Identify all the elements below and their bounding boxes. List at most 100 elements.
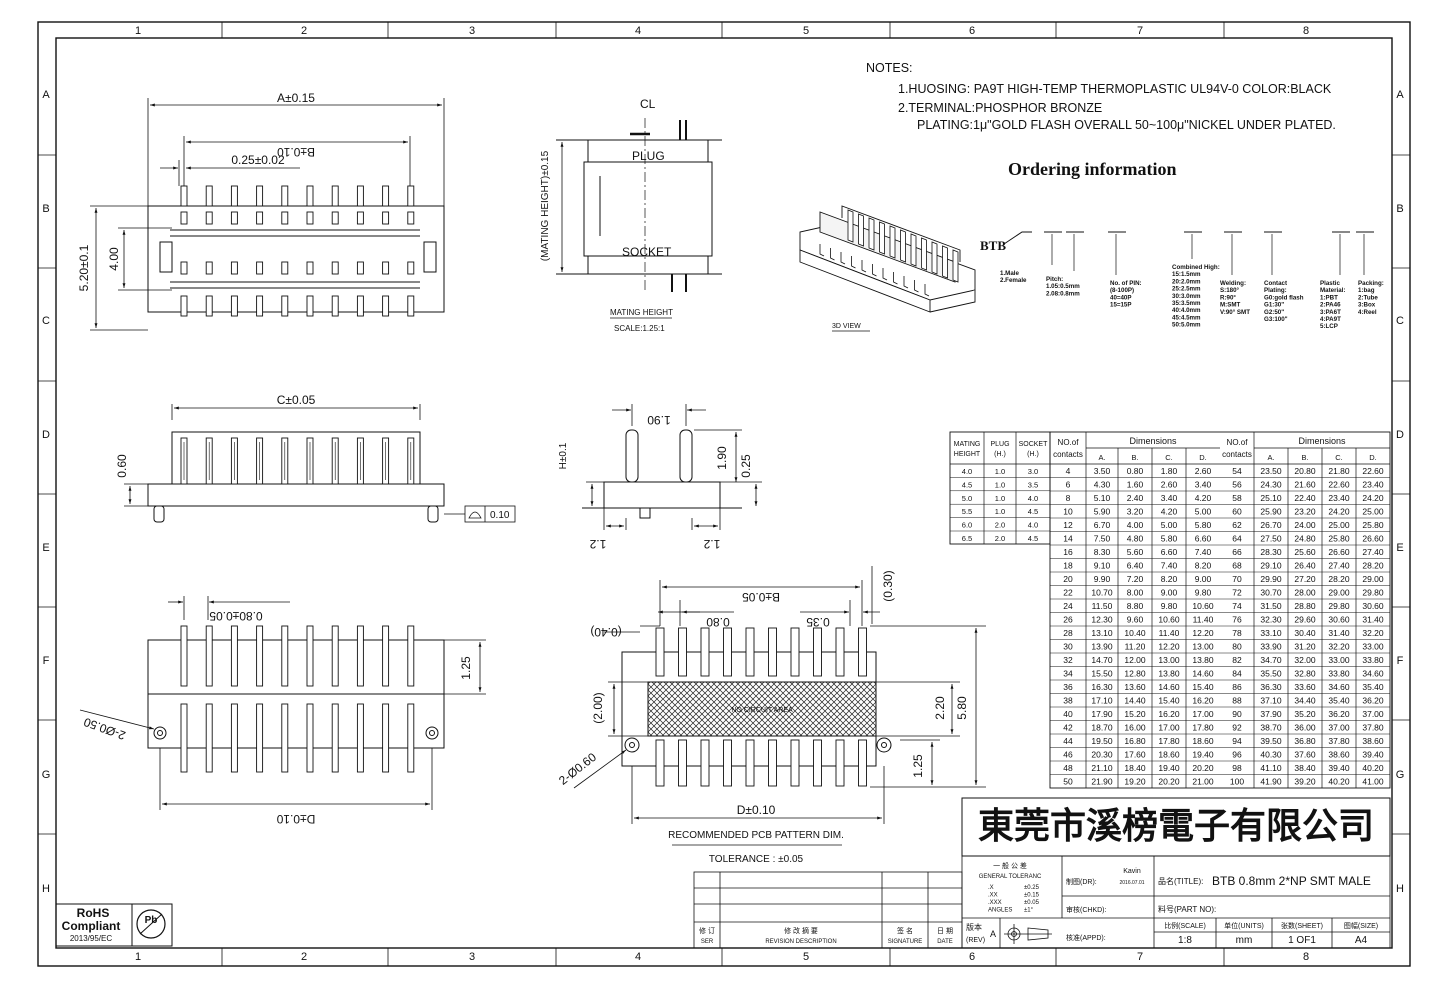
top-pin [407,211,415,225]
dim-table-cell-right: 32.30 [1260,615,1282,625]
height-table-cell: 1.0 [995,507,1005,516]
dim-table-cell-right: 58 [1232,493,1242,503]
ordering-pitch-item: Pitch: [1046,276,1063,283]
pcb-dim-overall: 5.80 [955,696,969,720]
dim-table-cell-left: 3.20 [1127,507,1144,517]
dim-table-cell-left: 11.40 [1193,615,1214,625]
pcb-pad-lower [678,739,687,787]
dim-table-cell-left: 38 [1063,696,1073,706]
dim-table-cell-left: 17.00 [1158,723,1180,733]
zone-row-A-right: A [1396,89,1404,101]
dim-a: A±0.15 [277,91,315,105]
dim-table-cell-left: 6 [1066,480,1071,490]
tol-subtitle: GENERAL TOLERANC [979,874,1042,880]
bottom-pin-upper [180,625,188,687]
bottom-pin-lower [356,703,364,773]
contacts-header-sub: contacts [1053,450,1083,459]
pcb-dim-d: D±0.10 [737,803,776,817]
scale-value: 1:8 [1178,935,1192,946]
zone-row-B: B [42,203,49,215]
tol-key: .XXX [988,900,1002,906]
size-value: A4 [1355,935,1368,946]
dim-table-cell-left: 1.60 [1127,480,1144,490]
bottom-pin-upper [331,625,339,687]
dim-table-cell-right: 100 [1230,777,1244,787]
dim-table-cell-left: 21.00 [1192,777,1214,787]
scale-label: 比例(SCALE) [1164,921,1206,930]
dim-table-cell-right: 25.80 [1362,520,1384,530]
pcb-pad-upper [723,627,732,677]
zone-col-3: 3 [469,25,475,37]
dim-table-cell-left: 9.00 [1195,574,1212,584]
dim-table-cell-left: 12 [1063,520,1073,530]
dim-table-cell-left: 9.80 [1161,601,1178,611]
pcb-holes: 2-Ø0.60 [556,750,599,788]
top-pin [180,295,188,317]
dim-table-cell-right: 30.60 [1328,615,1350,625]
dim-table-cell-right: 38.70 [1260,723,1282,733]
drawn-name: Kavin [1123,868,1141,875]
flatness-value: 0.10 [490,510,510,521]
top-pin [180,261,188,275]
zone-col-7: 7 [1137,25,1143,37]
pcb-dim-top: (0.30) [881,570,895,601]
bottom-pin-lower [382,703,390,773]
side-dim-pitch: 1.90 [647,413,671,427]
top-pin [331,295,339,317]
dim-table-cell-left: 17.80 [1158,736,1180,746]
ordering-pins-item: 15=15P [1110,302,1132,309]
dim-table-cell-right: 56 [1232,480,1242,490]
bottom-pin-upper [306,625,314,687]
dim-table-cell-right: 24.80 [1294,534,1316,544]
dim-table-cell-left: 6.60 [1195,534,1212,544]
dim-table-cell-left: 3.50 [1094,466,1111,476]
dim-table-cell-right: 30.60 [1362,601,1384,611]
bottom-pin-lower [256,703,264,773]
dim-table-cell-right: 32.00 [1294,655,1316,665]
top-pin [256,185,264,207]
dim-table-cell-left: 26 [1063,615,1073,625]
tol-title: 一 般 公 差 [993,861,1027,870]
dim-table-cell-left: 14.60 [1192,669,1214,679]
side-dim-h: H±0.1 [558,442,569,469]
dim-table-cell-left: 30 [1063,642,1073,652]
dim-table-cell-left: 9.90 [1094,574,1111,584]
ordering-plating-item: Contact [1264,280,1287,287]
dim-table-cell-right: 28.80 [1294,601,1316,611]
tol-value: ±0.15 [1024,893,1040,899]
dim-table-cell-left: 18.40 [1124,763,1146,773]
bottom-pin-lower [306,703,314,773]
ordering-height-item: 20:2.0mm [1172,278,1201,285]
dim-table-cell-left: 14 [1063,534,1073,544]
dim-table-cell-right: 33.80 [1362,655,1384,665]
dim-table-cell-right: 37.90 [1260,709,1282,719]
rev-sub: (REV) [966,937,985,944]
zone-col-4-bottom: 4 [635,951,641,963]
ordering-packing-item: Packing: [1358,280,1384,287]
dim-table-cell-right: 36.30 [1260,682,1282,692]
dim-table-cell-right: 30.70 [1260,588,1282,598]
dim-table-cell-left: 2.60 [1161,480,1178,490]
dim-table-cell-right: 34.40 [1294,696,1316,706]
revision-col-header-en: SIGNATURE [888,939,923,945]
dim-table-cell-right: 90 [1232,709,1242,719]
dim-table-cell-left: 13.80 [1192,655,1214,665]
dim-table-cell-left: 14.40 [1124,696,1146,706]
ordering-gender-item: 2.Female [1000,277,1027,284]
no-circuit-area: NO CIRCUIT AREA [731,707,793,714]
top-pin [331,211,339,225]
dim-table-cell-right: 26.40 [1294,561,1316,571]
dim-table-cell-right: 34.60 [1328,682,1350,692]
mating-height-title: MATING HEIGHT [610,308,673,317]
top-pin [281,261,289,275]
dim-table-cell-right: 36.80 [1294,736,1316,746]
zone-row-C: C [42,315,50,327]
dim-table-cell-right: 32.20 [1328,642,1350,652]
dim-table-cell-right: 24.20 [1328,507,1350,517]
dim-table-cell-right: 23.50 [1260,466,1282,476]
pcb-pad-upper [835,627,845,677]
zone-col-1-bottom: 1 [135,951,141,963]
dim-table-cell-right: 20.80 [1294,466,1316,476]
dim-table-cell-left: 20.20 [1192,763,1214,773]
zone-row-E: E [42,542,49,554]
